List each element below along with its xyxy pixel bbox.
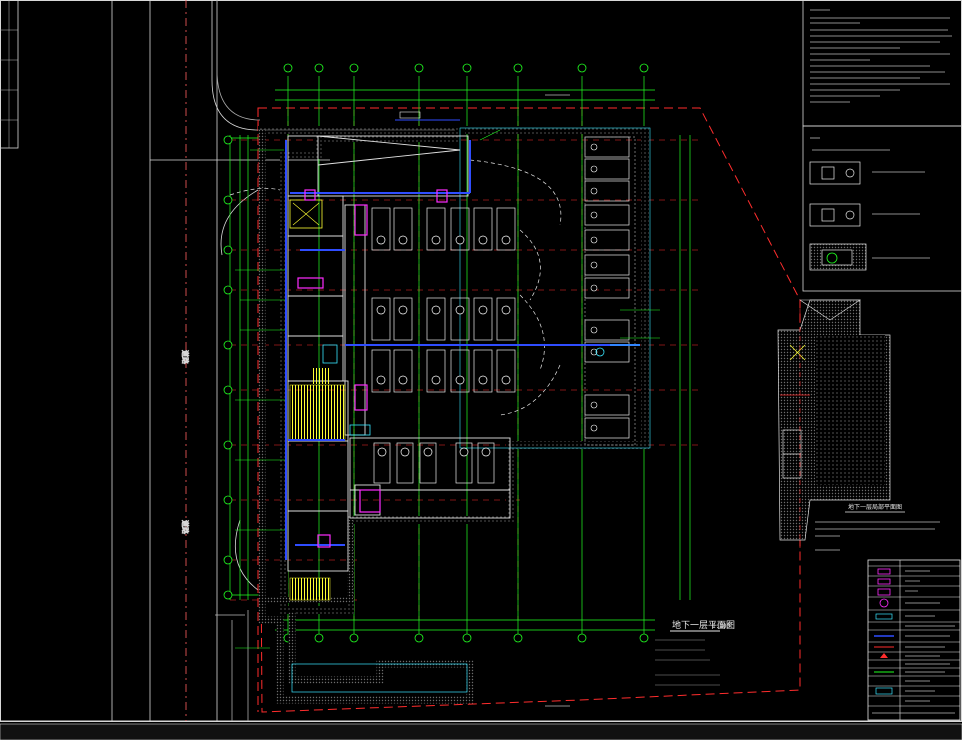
grid-bubbles xyxy=(223,63,649,643)
detail-title: 地下一层局部平面图 xyxy=(848,503,902,511)
water-pipes xyxy=(285,119,640,560)
legend-table xyxy=(867,559,961,721)
leader-labels xyxy=(235,111,660,649)
right-units xyxy=(584,136,636,446)
dashed-curves xyxy=(229,159,562,416)
stair-hatch xyxy=(289,199,346,601)
right-unit-markers xyxy=(590,143,598,432)
cyan-details xyxy=(322,344,640,436)
grid-lines xyxy=(225,76,691,640)
detail-plan: 地下一层局部平面图 xyxy=(777,299,940,560)
magenta-equipment xyxy=(297,189,448,548)
plan-title: 地下一层平面图 xyxy=(672,619,735,631)
svg-text:道路: 道路 xyxy=(181,350,190,364)
notes-panel xyxy=(802,0,962,292)
road-lines: 道路 道路 xyxy=(111,0,330,721)
equipment-tanks xyxy=(371,207,516,484)
plan-scale: 1:100 xyxy=(712,623,730,630)
svg-text:道路: 道路 xyxy=(181,520,190,534)
main-title-block: 地下一层平面图 1:100 xyxy=(655,619,735,686)
misc-annotations xyxy=(215,94,840,707)
tank-markers xyxy=(376,235,511,457)
red-axis-lines xyxy=(230,110,700,620)
site-boundary xyxy=(257,107,801,713)
interior-walls xyxy=(287,135,511,572)
